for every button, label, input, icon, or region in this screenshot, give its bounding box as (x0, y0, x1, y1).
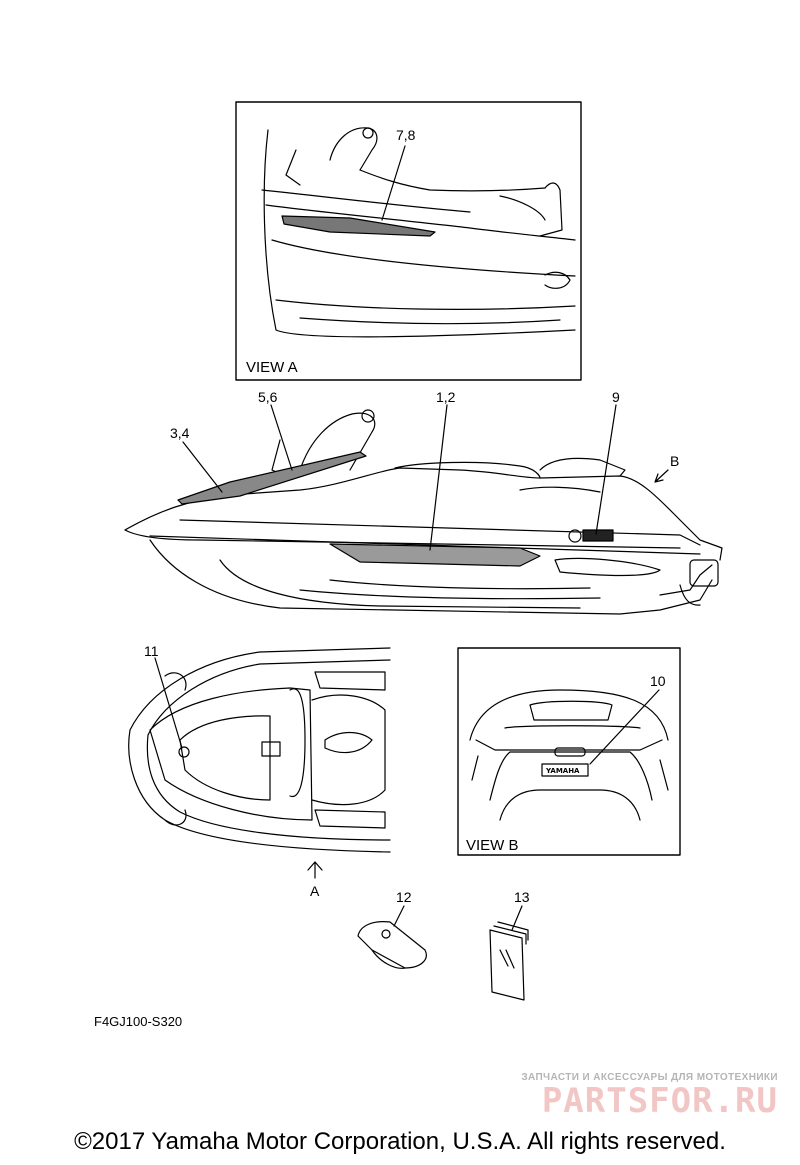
yamaha-decal-text: YAMAHA (545, 767, 580, 775)
view-b-label: VIEW B (466, 837, 519, 854)
top-view (128, 647, 391, 879)
callout-9: 9 (612, 389, 620, 405)
callout-13: 13 (514, 889, 530, 905)
callout-11: 11 (144, 643, 159, 659)
watermark: ЗАПЧАСТИ И АКСЕССУАРЫ ДЛЯ МОТОТЕХНИКИ PA… (521, 1072, 778, 1119)
copyright-notice: ©2017 Yamaha Motor Corporation, U.S.A. A… (74, 1128, 726, 1155)
callout-1-2: 1,2 (436, 389, 456, 405)
watermark-logo: PARTSFOR.RU (541, 1081, 778, 1121)
part-13-registration-pouch (489, 905, 529, 1001)
main-side-view (124, 404, 723, 615)
callout-12: 12 (396, 889, 412, 905)
drawing-code: F4GJ100-S320 (94, 1014, 183, 1029)
part-12-sticker-holder (357, 905, 427, 969)
callout-3-4: 3,4 (170, 425, 190, 441)
watermark-tagline: ЗАПЧАСТИ И АКСЕССУАРЫ ДЛЯ МОТОТЕХНИКИ (521, 1072, 778, 1083)
callout-5-6: 5,6 (258, 389, 278, 405)
labels: 7,8 VIEW A 5,6 3,4 1,2 9 B 11 A 10 YAMAH… (144, 127, 679, 905)
arrow-a-label: A (310, 883, 320, 899)
callout-10: 10 (650, 673, 666, 689)
view-a-panel (235, 101, 582, 381)
view-a-label: VIEW A (246, 359, 298, 376)
callout-7-8: 7,8 (396, 127, 416, 143)
view-b-panel (457, 647, 681, 856)
arrow-b-label: B (670, 453, 679, 469)
